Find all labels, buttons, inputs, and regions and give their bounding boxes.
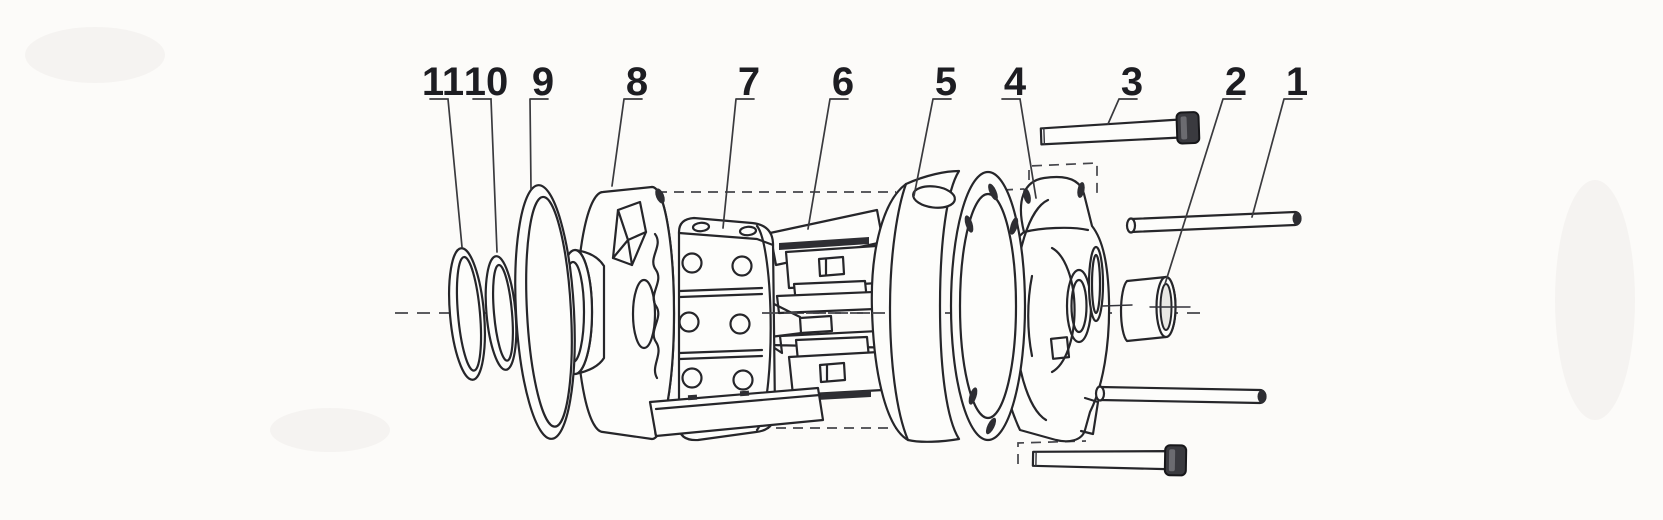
dowel-rod-top [1125,210,1302,234]
gerotor-flange-drum [556,185,676,441]
callout-labels: 11 10 9 8 7 6 5 4 3 2 1 [422,60,1308,104]
callout-6: 6 [832,60,854,104]
callout-2: 2 [1225,60,1247,104]
callout-3: 3 [1121,60,1143,104]
dowel-rod-bottom [1094,385,1267,405]
callout-4: 4 [1004,60,1027,104]
callout-10: 10 [464,60,509,104]
o-ring-10 [484,255,518,371]
housing-drum [870,169,961,443]
rear-cover [997,175,1111,443]
callout-1: 1 [1286,60,1308,104]
callout-leaders [429,98,1303,285]
scan-artifacts [25,27,1635,452]
callout-8: 8 [626,60,648,104]
bottom-slide-plate [648,386,825,438]
port-plate [949,170,1027,442]
bushing-cylinder [1119,275,1191,343]
callout-5: 5 [935,60,957,104]
seal-ring [1087,245,1105,323]
thin-disc [514,184,576,440]
o-ring-11 [448,247,486,381]
socket-bolt-bottom [1031,444,1188,477]
socket-bolt-top [1039,111,1201,146]
centerline-overlay [762,304,1133,314]
callout-9: 9 [532,60,554,104]
callout-11: 11 [422,60,464,104]
callout-7: 7 [738,60,760,104]
cylinder-block [677,216,777,442]
